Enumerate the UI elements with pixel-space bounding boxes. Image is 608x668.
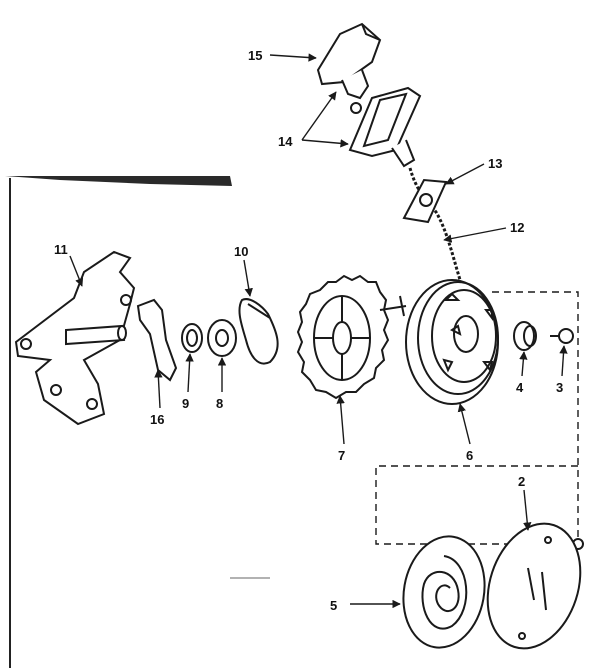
part-11-bracket — [14, 250, 136, 426]
part-14-handle-insert — [348, 86, 422, 168]
label-5: 5 — [330, 598, 337, 613]
part-9-clip — [181, 323, 203, 353]
label-3: 3 — [556, 380, 563, 395]
label-13: 13 — [488, 156, 502, 171]
part-6-pulley — [405, 279, 499, 405]
scan-edge-artifacts — [5, 176, 270, 668]
label-7: 7 — [338, 448, 345, 463]
label-16: 16 — [150, 412, 164, 427]
label-10: 10 — [234, 244, 248, 259]
label-12: 12 — [510, 220, 524, 235]
label-9: 9 — [182, 396, 189, 411]
label-14: 14 — [278, 134, 293, 149]
part-10-brake-spring — [238, 298, 279, 365]
pulley-screw — [379, 295, 407, 317]
part-16-pawl — [136, 298, 178, 382]
part-12-rope — [408, 167, 464, 287]
part-4-bushing — [513, 321, 537, 351]
label-8: 8 — [216, 396, 223, 411]
label-6: 6 — [466, 448, 473, 463]
part-5-recoil-spring — [402, 535, 486, 649]
label-15: 15 — [248, 48, 262, 63]
label-11: 11 — [54, 242, 68, 257]
part-15-handle — [316, 22, 382, 100]
part-2-cover — [486, 522, 582, 650]
part-8-washer — [207, 319, 237, 357]
part-3-screw — [550, 328, 574, 344]
part-7-gear — [296, 274, 390, 400]
label-4: 4 — [516, 380, 524, 395]
leader-lines — [69, 53, 568, 609]
label-2: 2 — [518, 474, 525, 489]
